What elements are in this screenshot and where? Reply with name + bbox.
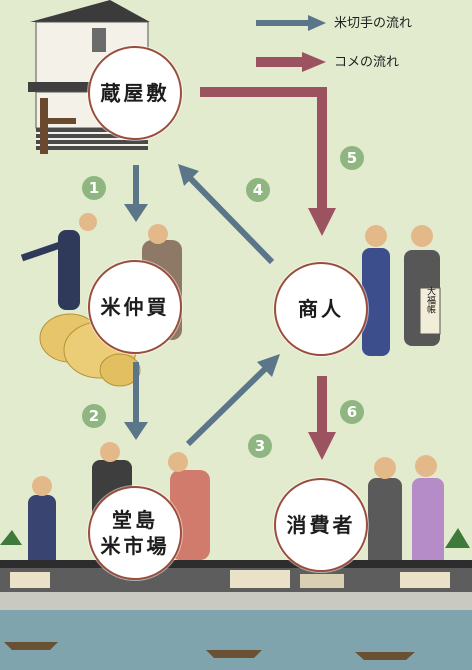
legend-rice-label: コメの流れ: [334, 55, 400, 70]
step-badge-1: 1: [82, 176, 106, 200]
node-merchant-label: 商人: [298, 297, 344, 321]
legend-ticket-label: 米切手の流れ: [334, 16, 413, 31]
node-nakagai: 米仲買: [88, 260, 182, 354]
step-badge-6: 6: [340, 400, 364, 424]
arrow-5-rice: [200, 87, 336, 236]
node-dojima-market: 堂島 米市場: [88, 486, 182, 580]
arrow-6-rice: [308, 376, 336, 460]
node-merchant: 商人: [274, 262, 368, 356]
node-kurayashiki: 蔵屋敷: [88, 46, 182, 140]
node-dojima-line2: 米市場: [100, 534, 170, 558]
arrow-1-ticket: [124, 165, 148, 222]
step-badge-3: 3: [248, 434, 272, 458]
arrow-3-ticket: [185, 354, 280, 447]
node-nakagai-label: 米仲買: [100, 295, 170, 319]
step-badge-4: 4: [246, 178, 270, 202]
signboard-text: 大福帳: [425, 285, 436, 314]
merchant-figures: [362, 225, 441, 356]
node-dojima-line1: 堂島: [112, 508, 158, 532]
node-kurayashiki-label: 蔵屋敷: [100, 81, 170, 105]
step-badge-5: 5: [340, 146, 364, 170]
arrow-4-ticket: [178, 164, 275, 265]
step-badge-2: 2: [82, 404, 106, 428]
legend-rice-arrow: [256, 52, 326, 72]
node-consumer-label: 消費者: [286, 513, 356, 537]
legend-ticket-arrow: [256, 15, 326, 31]
arrow-2-ticket: [124, 362, 148, 440]
townscape: [0, 528, 472, 670]
node-consumer: 消費者: [274, 478, 368, 572]
